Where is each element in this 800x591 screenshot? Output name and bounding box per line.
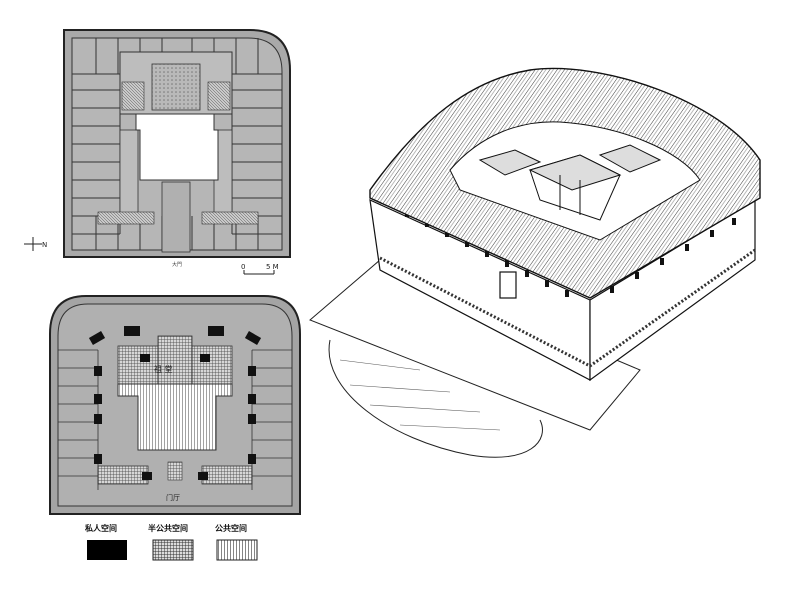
legend-label-public: 公共空间 — [215, 523, 247, 533]
north-arrow-icon — [24, 237, 42, 251]
north-label: N — [42, 241, 47, 249]
floor-plan-top-drawing: N 大門 0 5 M — [24, 29, 291, 275]
central-halls — [478, 144, 662, 221]
floor-plan-bottom: 祖 堂 门厅 — [40, 290, 310, 520]
legend: 私人空间 半公共空间 公共空间 — [84, 520, 275, 565]
legend-label-private: 私人空间 — [85, 523, 117, 533]
legend-swatch-semi-public — [152, 539, 194, 561]
legend-swatch-public — [216, 539, 258, 561]
scale-bar — [243, 270, 275, 275]
courtyard — [135, 113, 219, 181]
private-rooms — [88, 326, 262, 480]
entrance-label: 大門 — [172, 261, 182, 268]
public-courtyard — [117, 383, 233, 451]
axonometric-sketch — [300, 60, 780, 480]
floor-plan-bottom-drawing: 祖 堂 门厅 — [49, 295, 301, 515]
gate-hall-label: 门厅 — [166, 493, 180, 502]
ground-plane — [309, 259, 641, 458]
scale-end: 5 M — [266, 263, 279, 271]
ancestral-hall-label: 祖 堂 — [154, 364, 173, 374]
legend-swatch-private — [87, 540, 127, 560]
floor-plan-top: N 大門 0 5 M — [22, 22, 322, 292]
axonometric-drawing — [309, 67, 761, 458]
entrance-gate — [499, 271, 517, 299]
scale-start: 0 — [241, 263, 245, 271]
legend-label-semi-public: 半公共空间 — [148, 523, 188, 533]
